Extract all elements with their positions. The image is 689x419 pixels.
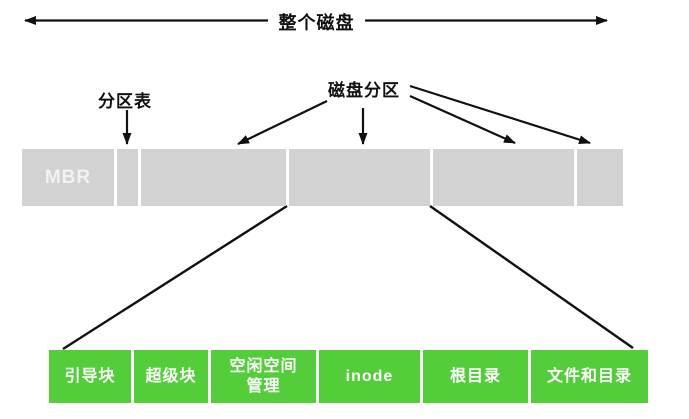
fs-block-boot-label: 引导块 [64,367,116,385]
disk-partition-arrow-right-near [409,94,516,145]
disk-bar: MBR [22,149,623,206]
fs-block-free-space-label: 空闲空间 管理 [229,357,298,395]
fs-block-super-label: 超级块 [145,367,197,385]
mbr-label: MBR [44,166,92,188]
fs-block-root-dir: 根目录 [423,350,528,403]
disk-segment-mbr: MBR [22,149,114,206]
partition-table-label: 分区表 [98,92,152,111]
fs-block-boot: 引导块 [49,350,131,403]
fs-block-inode-label: inode [345,367,394,385]
fs-block-files-dirs-label: 文件和目录 [546,367,632,385]
fs-block-inode: inode [319,350,420,403]
disk-segment-partition-table [117,149,138,206]
disk-segment-partition-1 [141,149,286,206]
fs-block-super: 超级块 [134,350,208,403]
disk-segment-partition-3 [433,149,574,206]
disk-partition-arrow-left [237,100,328,145]
disk-segment-partition-2 [289,149,430,206]
fs-block-files-dirs: 文件和目录 [531,350,648,403]
partition-expansion-line-right [429,205,634,349]
disk-partition-label: 磁盘分区 [328,81,400,100]
filesystem-bar: 引导块 超级块 空闲空间 管理 inode 根目录 文件和目录 [49,350,648,403]
fs-block-free-space: 空闲空间 管理 [211,350,316,403]
disk-segment-partition-4 [577,149,623,206]
partition-expansion-line-left [62,204,288,351]
disk-partition-arrow-right-far [409,84,591,145]
whole-disk-title: 整个磁盘 [268,9,365,35]
fs-block-root-dir-label: 根目录 [449,367,501,385]
